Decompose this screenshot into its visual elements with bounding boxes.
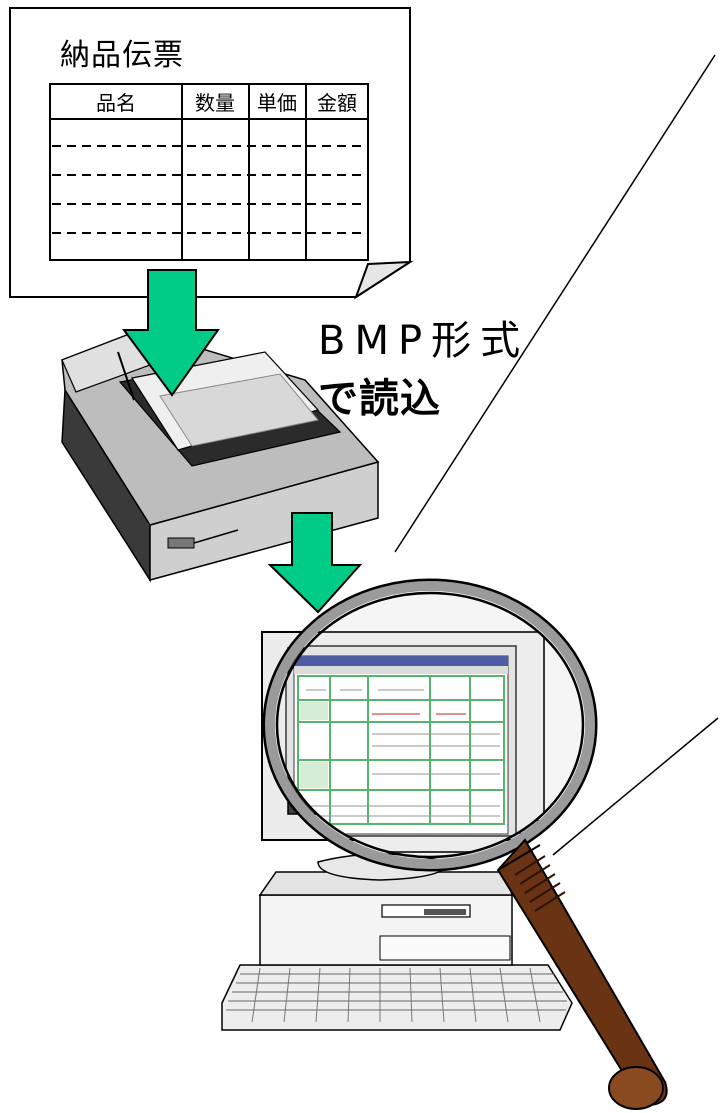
slip-table: 品名 数量 単価 金額 xyxy=(49,83,369,261)
magnifier-icon xyxy=(262,578,668,1110)
document-title: 納品伝票 xyxy=(60,38,184,73)
column-header: 数量 xyxy=(195,91,235,115)
caption-line-1: BMP形式 xyxy=(318,318,530,364)
scanner-icon xyxy=(61,329,380,583)
column-header: 品名 xyxy=(96,91,136,115)
arrow-down-icon xyxy=(267,512,363,614)
zoom-guide-lines xyxy=(394,54,719,856)
column-header: 単価 xyxy=(257,91,297,115)
document-icon: 品名 数量 単価 金額 xyxy=(9,7,414,300)
keyboard xyxy=(221,964,573,1031)
column-header: 金額 xyxy=(317,91,357,115)
arrow-down-icon xyxy=(122,269,220,397)
bmp-caption: BMP形式 で読込 xyxy=(318,312,529,428)
caption-line-2: で読込 xyxy=(318,376,441,422)
